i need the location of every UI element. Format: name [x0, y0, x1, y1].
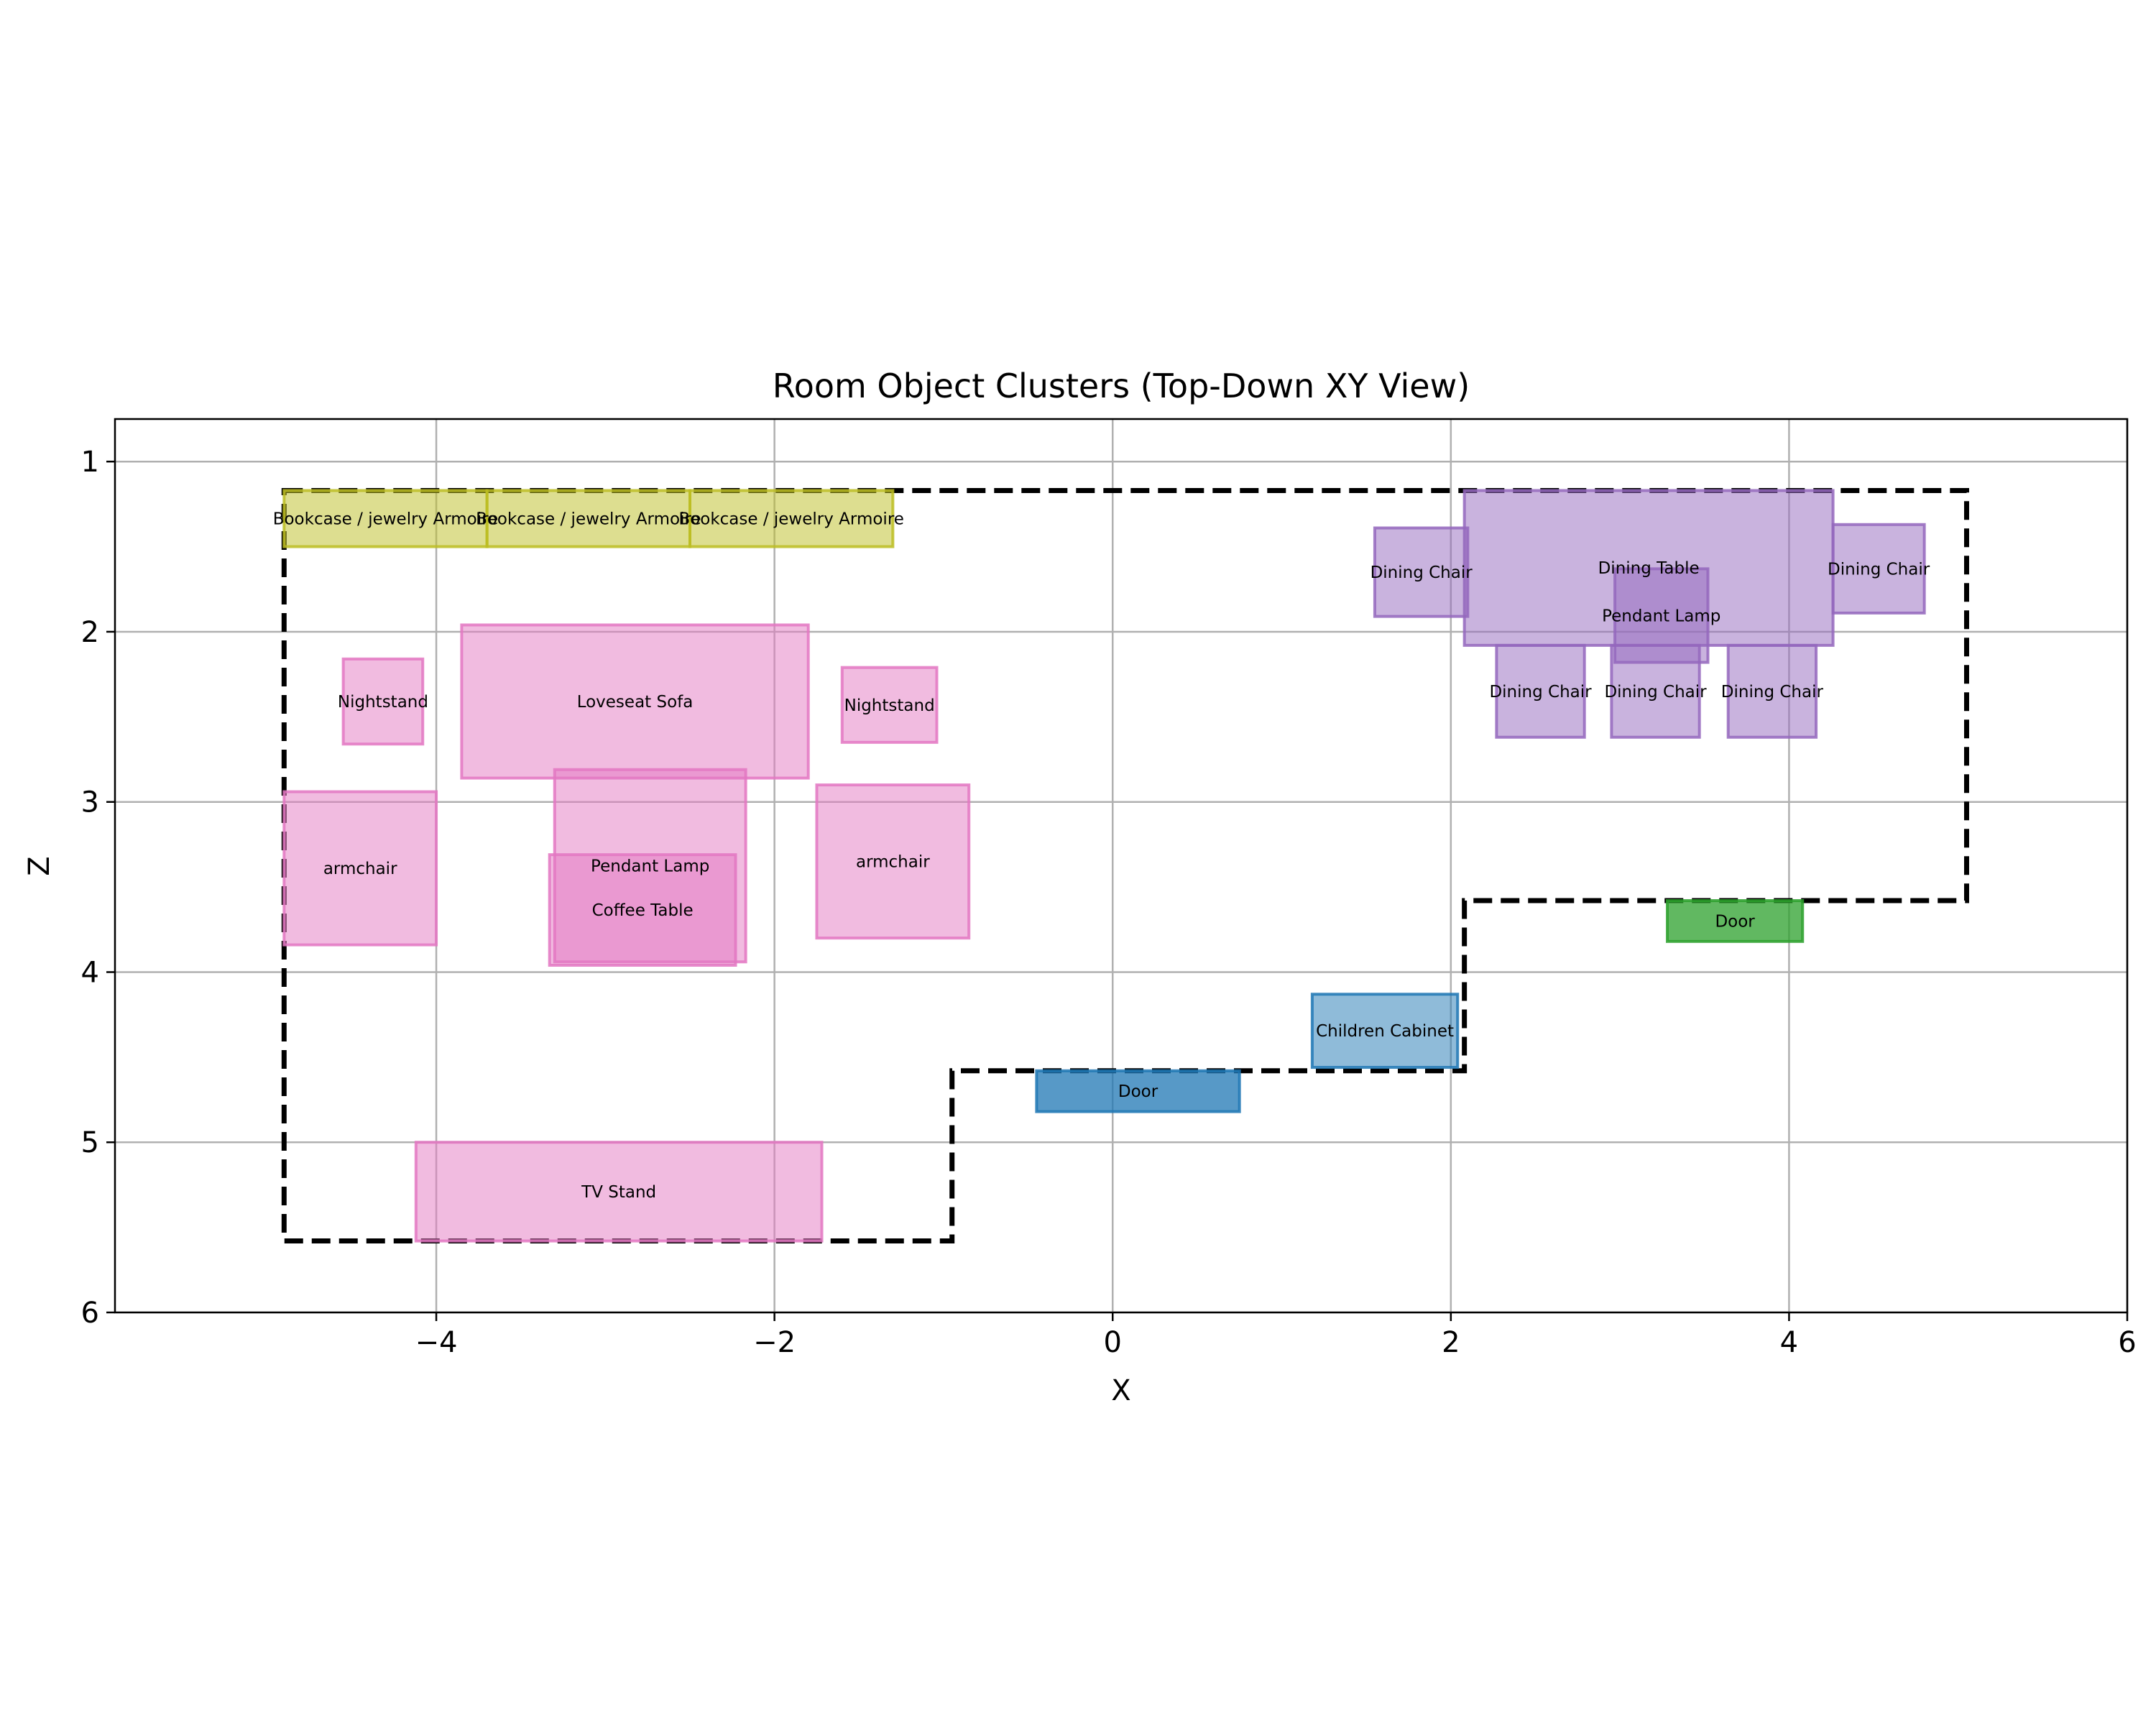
x-axis-label: X: [1111, 1374, 1130, 1407]
object-label-4: Loveseat Sofa: [577, 693, 694, 712]
object-label-13: Pendant Lamp: [1602, 607, 1720, 625]
object-rect-17: [1726, 643, 1818, 739]
object-rect-20: [1035, 1069, 1241, 1113]
object-rect-10: [414, 1141, 824, 1243]
x-tick-label-4: 4: [1780, 1326, 1798, 1359]
y-tick-label-5: 6: [81, 1297, 99, 1330]
object-label-19: Children Cabinet: [1316, 1022, 1454, 1041]
object-rectangles: [282, 489, 1926, 1243]
chart-title: Room Object Clusters (Top-Down XY View): [773, 367, 1470, 405]
x-tick-label-0: −4: [415, 1326, 458, 1359]
axis-ticks: −4 −2 0 2 4 6 1 2 3 4 5 6: [81, 446, 2137, 1359]
grid-lines: [115, 419, 2129, 1314]
x-tick-label-5: 6: [2118, 1326, 2136, 1359]
object-label-8: Coffee Table: [592, 901, 694, 920]
object-rect-4: [460, 623, 810, 780]
object-label-5: Nightstand: [844, 696, 935, 715]
object-label-0: Bookcase / jewelry Armoire: [273, 510, 499, 529]
y-tick-label-2: 3: [81, 786, 99, 819]
object-rect-11: [1373, 526, 1470, 618]
object-rect-2: [688, 489, 895, 548]
y-tick-label-1: 2: [81, 616, 99, 649]
object-label-7: Pendant Lamp: [591, 857, 709, 876]
object-label-10: TV Stand: [581, 1183, 656, 1202]
y-tick-label-0: 1: [81, 446, 99, 479]
object-rect-3: [341, 657, 425, 746]
object-rect-5: [840, 666, 939, 744]
y-axis-label: Z: [23, 856, 56, 875]
object-rect-6: [282, 790, 438, 947]
object-label-12: Dining Table: [1598, 559, 1700, 578]
object-rect-18: [1666, 899, 1805, 943]
object-label-17: Dining Chair: [1721, 683, 1824, 702]
x-tick-label-3: 2: [1442, 1326, 1460, 1359]
x-tick-label-2: 0: [1104, 1326, 1122, 1359]
object-rect-19: [1310, 993, 1460, 1070]
object-label-11: Dining Chair: [1370, 564, 1473, 582]
object-label-15: Dining Chair: [1489, 683, 1592, 702]
x-tick-label-1: −2: [753, 1326, 796, 1359]
axes-frame: [114, 418, 2129, 1314]
object-rect-16: [1610, 643, 1701, 739]
y-tick-label-3: 4: [81, 956, 99, 989]
object-label-2: Bookcase / jewelry Armoire: [678, 510, 904, 529]
object-label-1: Bookcase / jewelry Armoire: [476, 510, 701, 529]
object-label-3: Nightstand: [338, 693, 428, 712]
object-label-16: Dining Chair: [1604, 683, 1707, 702]
object-rect-15: [1495, 643, 1586, 739]
object-label-18: Door: [1715, 912, 1755, 931]
object-rect-9: [815, 783, 971, 940]
object-rect-8: [548, 853, 737, 967]
object-rect-0: [282, 489, 489, 548]
object-rect-14: [1831, 523, 1926, 615]
object-label-6: armchair: [323, 860, 397, 878]
object-label-20: Door: [1118, 1082, 1158, 1101]
object-label-14: Dining Chair: [1828, 560, 1930, 579]
object-label-9: armchair: [856, 853, 930, 872]
object-rect-1: [485, 489, 691, 548]
y-tick-label-4: 5: [81, 1126, 99, 1159]
